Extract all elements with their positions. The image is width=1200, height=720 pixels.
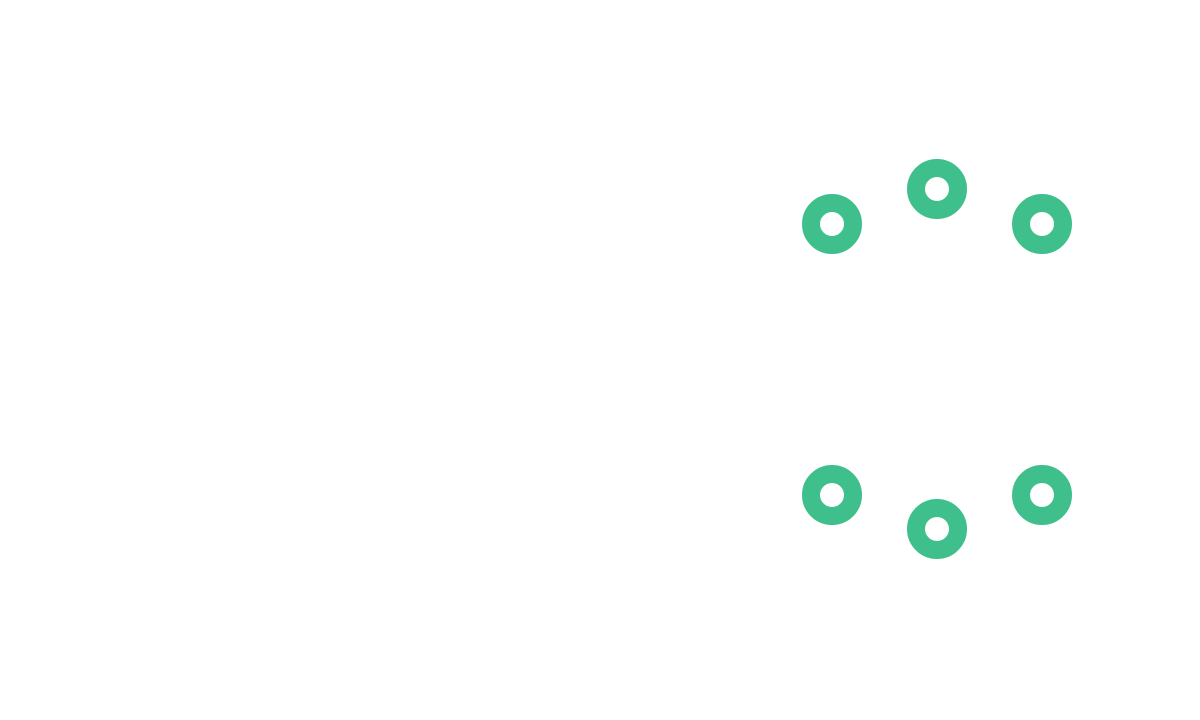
spinner-ring-icon: [1012, 465, 1072, 525]
spinner-ring-icon: [802, 194, 862, 254]
spinner-ring-icon: [907, 499, 967, 559]
spinner-ring-icon: [802, 465, 862, 525]
spinner-ring-icon: [1012, 194, 1072, 254]
spinner-ring-icon: [907, 159, 967, 219]
